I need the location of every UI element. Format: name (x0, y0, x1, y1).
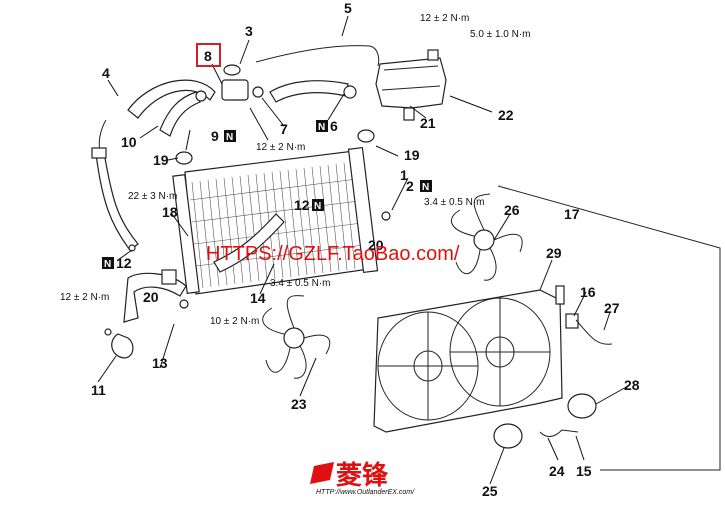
n-badge: N (318, 122, 325, 133)
callout-8: 8 (204, 48, 212, 64)
n-badges: N N N N N (102, 120, 432, 270)
callout-6: 6 (330, 118, 338, 134)
callout-15: 15 (576, 463, 592, 479)
torque-cap: 5.0 ± 1.0 N·m (470, 29, 531, 40)
callout-24: 24 (549, 463, 565, 479)
callout-28: 28 (624, 377, 640, 393)
callout-25: 25 (482, 483, 498, 499)
logo-text: 菱锋 (336, 460, 389, 490)
callout-20b: 20 (143, 289, 159, 305)
leader-lines (97, 15, 629, 485)
part-8-highlight-box (196, 43, 221, 67)
fan-left (262, 295, 331, 379)
callout-23: 23 (291, 396, 307, 412)
torque-fan-motor-left: 3.4 ± 0.5 N·m (270, 278, 331, 289)
torque-reservoir-top: 12 ± 2 N·m (420, 13, 469, 24)
callout-3: 3 (245, 23, 253, 39)
torque-fan-motor-right: 3.4 ± 0.5 N·m (424, 197, 485, 208)
callout-22: 22 (498, 107, 514, 123)
callout-21: 21 (420, 115, 436, 131)
torque-radiator: 10 ± 2 N·m (210, 316, 259, 327)
callout-27: 27 (604, 300, 620, 316)
callout-5: 5 (344, 0, 352, 16)
callout-9: 9 (211, 128, 219, 144)
callout-1: 1 (400, 167, 408, 183)
n-badge: N (314, 201, 321, 212)
torque-bracket: 22 ± 3 N·m (128, 191, 177, 202)
torque-outlet: 12 ± 2 N·m (256, 142, 305, 153)
callout-17: 17 (564, 206, 580, 222)
logo-url: HTTP://www.OutlanderEX.com/ (316, 489, 415, 496)
fittings (91, 64, 391, 359)
fan-shroud (373, 289, 563, 433)
callout-19a: 19 (153, 152, 169, 168)
callout-14: 14 (250, 290, 266, 306)
torque-left: 12 ± 2 N·m (60, 292, 109, 303)
fan-right (450, 193, 523, 281)
callout-18: 18 (162, 204, 178, 220)
callout-12a: 12 (294, 197, 310, 213)
callout-7: 7 (280, 121, 288, 137)
callout-29: 29 (546, 245, 562, 261)
callout-11: 11 (91, 382, 106, 398)
motors (493, 285, 613, 449)
callout-19b: 19 (404, 147, 420, 163)
callout-12b: 12 (116, 255, 132, 271)
hoses (95, 45, 380, 323)
callout-16: 16 (580, 284, 596, 300)
torque-labels: 12 ± 2 N·m 5.0 ± 1.0 N·m 12 ± 2 N·m 22 ±… (60, 13, 531, 327)
callout-numbers: 1 2 3 4 5 6 7 8 9 10 11 12 12 13 14 15 1… (91, 0, 640, 499)
callout-13: 13 (152, 355, 168, 371)
n-badge: N (104, 259, 111, 270)
callout-20a: 20 (368, 237, 384, 253)
callout-26: 26 (504, 202, 520, 218)
n-badge: N (226, 132, 233, 143)
callout-2: 2 (406, 178, 414, 194)
n-badge: N (422, 182, 429, 193)
callout-4: 4 (102, 65, 110, 81)
callout-10: 10 (121, 134, 137, 150)
reserve-tank (375, 49, 447, 121)
logo: 菱锋 HTTP://www.OutlanderEX.com/ (310, 460, 415, 496)
watermark: HTTPS://GZLF.TaoBao.com/ (206, 243, 460, 265)
